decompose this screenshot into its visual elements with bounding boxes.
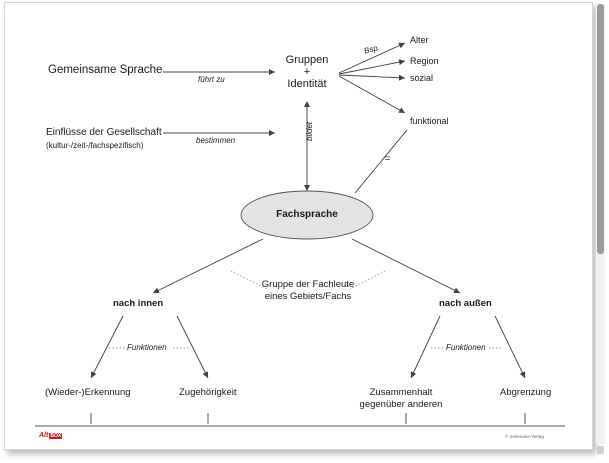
arrow-to-nach-aussen: [351, 238, 461, 294]
plus-label: +: [303, 66, 311, 78]
label-bildet: bildet: [305, 121, 314, 141]
arrow-sozial: [338, 74, 406, 81]
arrow-region: [338, 59, 406, 75]
example-alter: Alter: [410, 35, 429, 45]
gruppe-line2: eines Gebiets/Fachs: [264, 291, 352, 302]
arrow-zugehoerigkeit: [176, 315, 209, 379]
scroll-down-button[interactable]: [597, 446, 604, 454]
arrow-zusammenhalt: [410, 315, 441, 379]
node-nach-innen: nach innen: [113, 298, 164, 309]
node-gemeinsame-sprache: Gemeinsame Sprache: [48, 64, 163, 76]
node-einfluesse-subtitle: (kultur-/zeit-/fachspezifisch): [46, 141, 144, 150]
logo-mark: BOX: [49, 433, 63, 439]
diagram-page: Gemeinsame Sprache Einflüsse der Gesells…: [4, 2, 593, 450]
label-funktionen-innen: Funktionen: [127, 343, 167, 352]
zusammenhalt-line1: Zusammenhalt: [369, 387, 433, 398]
logo-text: Alt: [39, 432, 49, 439]
node-fachsprache: Fachsprache: [276, 209, 338, 220]
example-funktional: funktional: [410, 116, 449, 126]
label-fuehrt-zu: führt zu: [198, 75, 225, 84]
line-funktional-fachsprache: [354, 129, 408, 194]
node-gruppen-identitaet: Gruppen + Identität: [277, 54, 337, 90]
arrow-alter: [338, 42, 406, 74]
diagram-connectors: [35, 42, 565, 427]
node-wiedererkennung: (Wieder-)Erkennung: [45, 387, 131, 398]
node-zugehoerigkeit: Zugehörigkeit: [179, 387, 237, 398]
node-nach-aussen: nach außen: [439, 298, 492, 309]
dotted-right: [349, 270, 386, 290]
example-sozial: sozial: [410, 73, 434, 83]
node-abgrenzung: Abgrenzung: [500, 387, 552, 398]
arrow-to-nach-innen: [152, 238, 264, 294]
node-gruppe-der-fachleute: Gruppe der Fachleute eines Gebiets/Fachs: [245, 279, 371, 303]
label-bestimmen: bestimmen: [196, 136, 236, 145]
label-equals: =: [385, 153, 391, 163]
gruppe-line1: Gruppe der Fachleute: [261, 279, 355, 290]
scrollbar-thumb[interactable]: [597, 4, 604, 254]
gruppen-label: Gruppen: [285, 54, 329, 66]
node-zusammenhalt: Zusammenhalt gegenüber anderen: [351, 387, 451, 411]
copyright-notice: © Seitenaus-Verlag: [505, 434, 544, 439]
fachsprache-ellipse: [240, 190, 374, 240]
node-einfluesse-title: Einflüsse der Gesellschaft: [46, 127, 162, 138]
arrow-wiedererkennung: [90, 315, 124, 379]
zusammenhalt-line2: gegenüber anderen: [359, 399, 443, 410]
identitaet-label: Identität: [287, 78, 327, 90]
arrow-abgrenzung: [494, 315, 526, 379]
vertical-scrollbar[interactable]: [596, 4, 605, 444]
arrow-funktional: [338, 75, 406, 114]
example-region: Region: [410, 56, 439, 66]
label-funktionen-aussen: Funktionen: [446, 343, 486, 352]
